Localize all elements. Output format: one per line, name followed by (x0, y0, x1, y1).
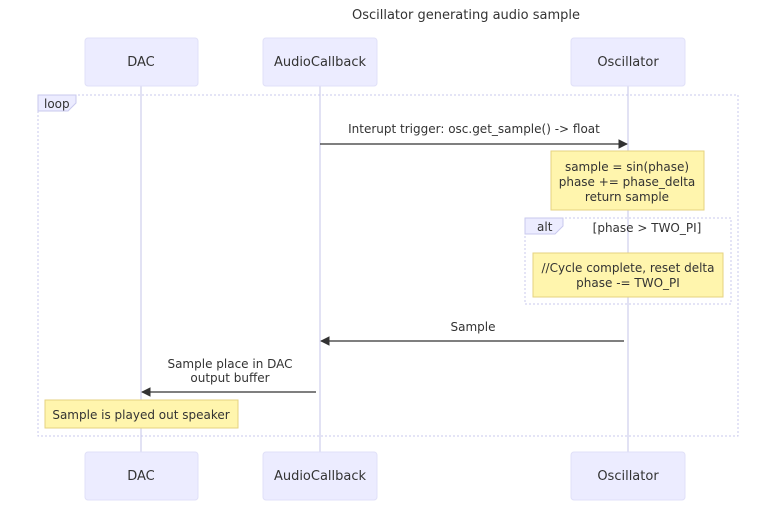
alt-frame (524, 217, 732, 305)
reset-note-line-1: //Cycle complete, reset delta (542, 261, 715, 275)
actor-callback-top-label: AudioCallback (274, 55, 367, 70)
loop-frame (37, 94, 739, 437)
actor-oscillator-bottom[interactable]: Oscillator (570, 451, 686, 501)
sample-message-label: Sample (451, 320, 496, 334)
reset-note (532, 252, 724, 298)
compute-note-line-1: sample = sin(phase) (565, 160, 689, 174)
actor-oscillator-top[interactable]: Oscillator (570, 37, 686, 87)
place-message-label-line-1: Sample place in DAC (167, 357, 292, 371)
actor-oscillator-top-label: Oscillator (597, 55, 659, 70)
actor-callback-top[interactable]: AudioCallback (262, 37, 378, 87)
reset-note-line-2: phase -= TWO_PI (576, 276, 680, 290)
alt-label: alt (537, 220, 553, 234)
loop-label-tab (37, 94, 77, 112)
place-message-label-line-2: output buffer (190, 371, 269, 385)
alt-label-tab (524, 217, 564, 235)
compute-note-line-3: return sample (585, 190, 669, 204)
played-note (44, 399, 239, 429)
actor-dac-top-label: DAC (127, 55, 155, 70)
actor-dac-bottom-label: DAC (127, 469, 155, 484)
interrupt-message-label: Interupt trigger: osc.get_sample() -> fl… (348, 122, 600, 136)
compute-note (550, 150, 705, 211)
played-note-text: Sample is played out speaker (52, 408, 229, 422)
actor-callback-bottom[interactable]: AudioCallback (262, 451, 378, 501)
diagram-title: Oscillator generating audio sample (352, 8, 580, 23)
actor-callback-bottom-label: AudioCallback (274, 469, 367, 484)
actor-dac-top[interactable]: DAC (84, 37, 199, 87)
compute-note-line-2: phase += phase_delta (559, 175, 696, 189)
actor-dac-bottom[interactable]: DAC (84, 451, 199, 501)
loop-label: loop (44, 97, 70, 111)
alt-condition: [phase > TWO_PI] (593, 221, 702, 235)
actor-oscillator-bottom-label: Oscillator (597, 469, 659, 484)
